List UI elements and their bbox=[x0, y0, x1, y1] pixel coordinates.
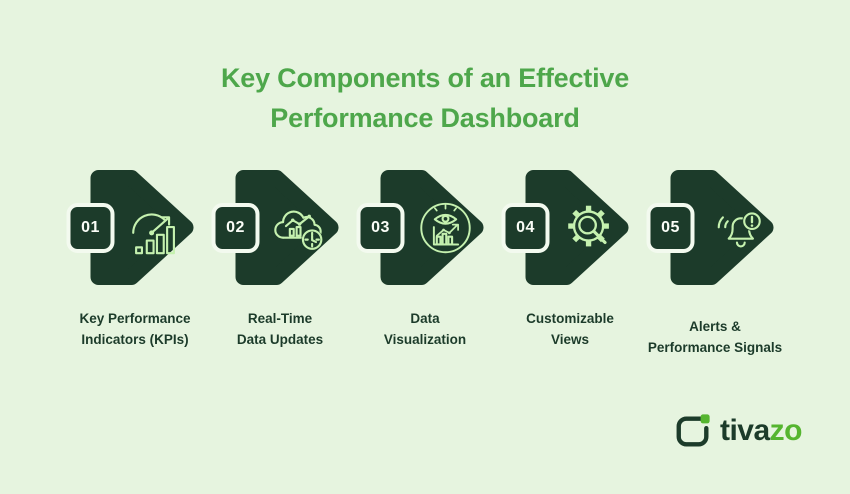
brand-name-suffix: zo bbox=[769, 414, 803, 447]
page-title: Key Components of an Effective Performan… bbox=[0, 58, 850, 138]
step-item-alerts: 05 Alerts & Performance Signals bbox=[643, 170, 788, 355]
cloud-realtime-icon bbox=[274, 210, 323, 251]
step-number: 04 bbox=[516, 218, 535, 236]
step-number-badge: 01 bbox=[66, 202, 115, 253]
step-item-realtime: 02 Real-Time Data Updates bbox=[208, 170, 353, 347]
step-label: Data Visualization bbox=[383, 311, 467, 347]
steps-row: 01 Key Performance Indicators (KPIs) bbox=[63, 170, 788, 355]
step-number: 05 bbox=[661, 218, 680, 236]
step-label: Customizable Views bbox=[526, 311, 614, 347]
step-arrow-shape bbox=[670, 170, 774, 285]
step-item-visualization: 03 Data Visualization bbox=[353, 170, 498, 347]
step-item-kpis: 01 Key Performance Indicators (KPIs) bbox=[63, 170, 208, 347]
title-line-1: Key Components of an Effective bbox=[220, 63, 630, 93]
tivazo-square-icon bbox=[676, 414, 710, 447]
step-number-badge: 05 bbox=[646, 202, 695, 253]
brand-name-prefix: tiva bbox=[719, 414, 770, 447]
brand-logo: tivazo bbox=[674, 412, 803, 450]
step-number-badge: 02 bbox=[211, 202, 260, 253]
step-number: 03 bbox=[371, 218, 390, 236]
gauge-growth-icon bbox=[132, 213, 175, 255]
step-number: 02 bbox=[226, 218, 245, 236]
step-number-badge: 04 bbox=[501, 202, 550, 253]
step-number: 01 bbox=[81, 218, 100, 236]
step-label: Alerts & Performance Signals bbox=[647, 319, 783, 355]
title-line-2: Performance Dashboard bbox=[270, 103, 580, 133]
brand-name: tivazo bbox=[719, 414, 803, 448]
data-visualization-icon bbox=[420, 202, 471, 254]
step-label: Real-Time Data Updates bbox=[236, 311, 324, 347]
step-number-badge: 03 bbox=[356, 202, 405, 253]
step-item-customizable: 04 Customizable Views bbox=[498, 170, 643, 347]
step-label: Key Performance Indicators (KPIs) bbox=[79, 311, 191, 347]
gear-magnifier-icon bbox=[568, 205, 609, 247]
step-arrow-shape bbox=[525, 170, 629, 285]
alert-bell-icon bbox=[717, 211, 762, 248]
step-arrow-shape bbox=[235, 170, 339, 285]
